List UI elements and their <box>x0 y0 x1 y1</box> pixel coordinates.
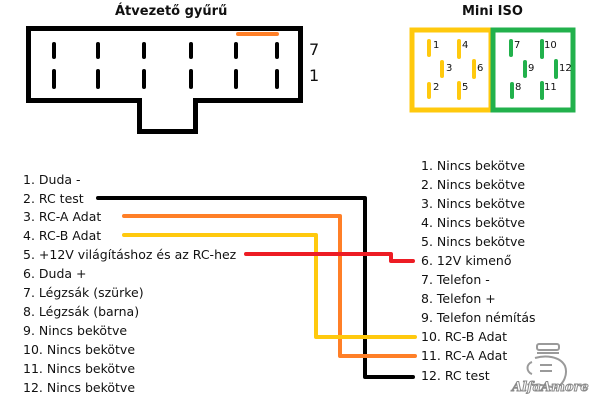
pin-label: 4 <box>462 40 469 51</box>
left-list-item: 2. RC test <box>23 191 84 206</box>
left-list-item: 7. Légzsák (szürke) <box>23 285 144 300</box>
left-list-item: 6. Duda + <box>23 266 87 281</box>
pin-label: 1 <box>433 40 440 51</box>
right-list-item: 4. Nincs bekötve <box>421 215 526 230</box>
left-list-item: 8. Légzsák (barna) <box>23 304 140 319</box>
left-list-item: 12. Nincs bekötve <box>23 380 136 395</box>
right-list-item: 2. Nincs bekötve <box>421 177 526 192</box>
pin-label: 7 <box>514 40 521 51</box>
right-list-item: 6. 12V kimenő <box>421 253 512 268</box>
alfaamore-logo-icon <box>526 343 567 390</box>
right-list-item: 11. RC-A Adat <box>421 348 508 363</box>
row-label-top: 7 <box>309 40 320 59</box>
right-list-item: 8. Telefon + <box>421 291 496 306</box>
pin-label: 2 <box>433 82 440 93</box>
right-list-item: 12. RC test <box>421 368 490 383</box>
right-list-item: 7. Telefon - <box>421 272 490 287</box>
connector-left-title: Átvezető gyűrű <box>115 4 228 19</box>
left-list-item: 5. +12V világításhoz és az RC-hez <box>23 247 237 262</box>
pin-label: 10 <box>544 40 557 51</box>
row-label-bottom: 1 <box>309 66 320 85</box>
left-list-item: 11. Nincs bekötve <box>23 361 136 376</box>
connector-pins <box>52 42 279 89</box>
pin-label: 11 <box>544 82 557 93</box>
pin-label: 5 <box>462 82 469 93</box>
wire-12v <box>244 252 415 263</box>
right-list-item: 3. Nincs bekötve <box>421 196 526 211</box>
left-list-item: 10. Nincs bekötve <box>23 342 136 357</box>
mini-iso-right-pins <box>509 39 558 100</box>
right-list-item: 10. RC-B Adat <box>421 329 508 344</box>
wire-rc-test <box>96 196 415 379</box>
right-list-item: 5. Nincs bekötve <box>421 234 526 249</box>
connector-housing <box>26 26 303 134</box>
mini-iso-right-block <box>490 27 576 113</box>
wire-rc-b-adat <box>122 233 417 339</box>
left-list-item: 3. RC-A Adat <box>23 209 102 224</box>
connector-right-title: Mini ISO <box>462 4 523 19</box>
pin-label: 9 <box>528 63 535 74</box>
pin-label: 3 <box>446 63 453 74</box>
right-list-item: 1. Nincs bekötve <box>421 158 526 173</box>
right-list-item: 9. Telefon némítás <box>421 310 536 325</box>
wire-rc-a-adat <box>122 214 417 358</box>
left-list-item: 9. Nincs bekötve <box>23 323 128 338</box>
pin-label: 8 <box>515 82 522 93</box>
pin-label: 6 <box>477 63 484 74</box>
pin-label: 12 <box>559 63 572 74</box>
left-list-item: 4. RC-B Adat <box>23 228 102 243</box>
left-list-item: 1. Duda - <box>23 172 81 187</box>
watermark-text: AlfaAmore <box>512 380 590 396</box>
mini-iso-left-pins <box>427 39 476 100</box>
